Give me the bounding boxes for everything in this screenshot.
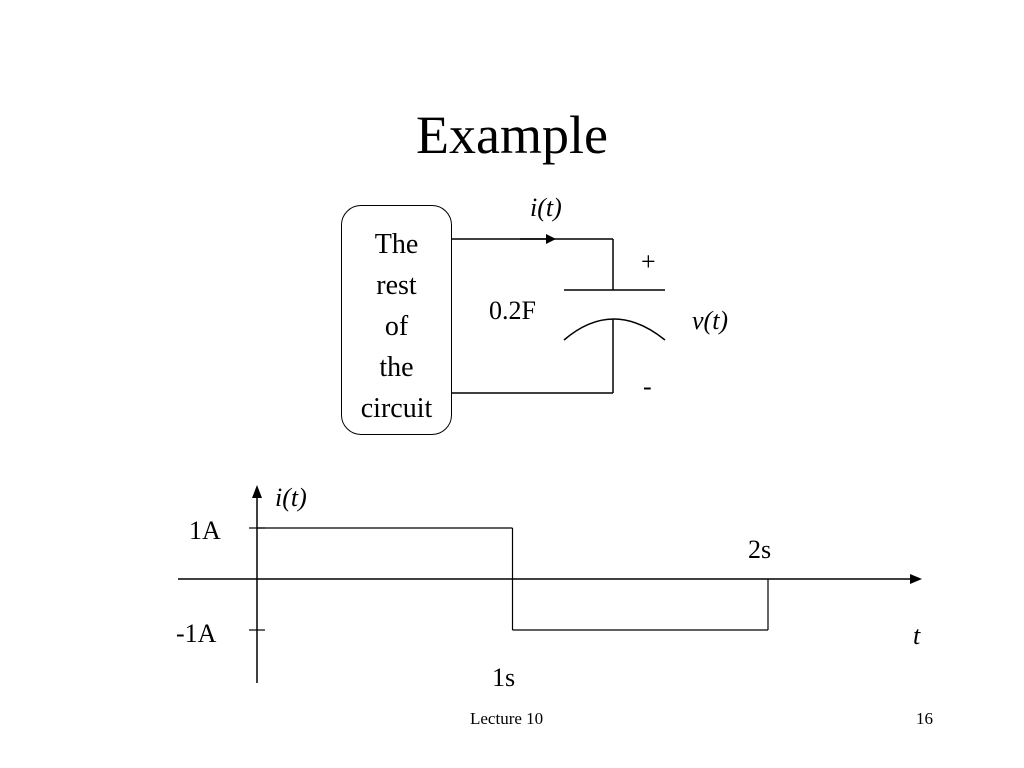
y-tick-label-1A: 1A xyxy=(189,516,221,545)
voltage-label: v(t) xyxy=(692,306,729,335)
rest-of-circuit-box xyxy=(341,205,452,435)
footer-lecture: Lecture 10 xyxy=(470,709,544,728)
rest-of-circuit-label: The rest of the circuit xyxy=(341,224,452,429)
x-tick-label-1s: 1s xyxy=(492,663,516,692)
page-number: 16 xyxy=(916,709,933,728)
slide-title: Example xyxy=(416,105,608,165)
current-label: i(t) xyxy=(530,193,562,222)
minus-sign: - xyxy=(643,372,652,401)
y-axis-arrow-icon xyxy=(252,485,262,498)
current-arrow-icon xyxy=(546,234,556,244)
current-waveform-chart xyxy=(178,485,922,683)
chart-y-axis-label: i(t) xyxy=(275,483,307,512)
block-line: rest xyxy=(376,270,417,301)
circuit-wiring xyxy=(452,238,666,394)
block-line: the xyxy=(379,352,414,383)
block-line: of xyxy=(384,311,409,342)
capacitance-label: 0.2F xyxy=(489,296,536,325)
capacitor-plate-curved xyxy=(563,318,666,341)
chart-x-axis-label: t xyxy=(913,621,921,650)
block-line: circuit xyxy=(360,393,433,424)
x-tick-label-2s: 2s xyxy=(748,535,772,564)
plus-sign: + xyxy=(641,247,656,276)
x-axis-arrow-icon xyxy=(910,574,922,584)
block-line: The xyxy=(374,229,419,260)
y-tick-label-minus-1A: -1A xyxy=(176,619,217,648)
